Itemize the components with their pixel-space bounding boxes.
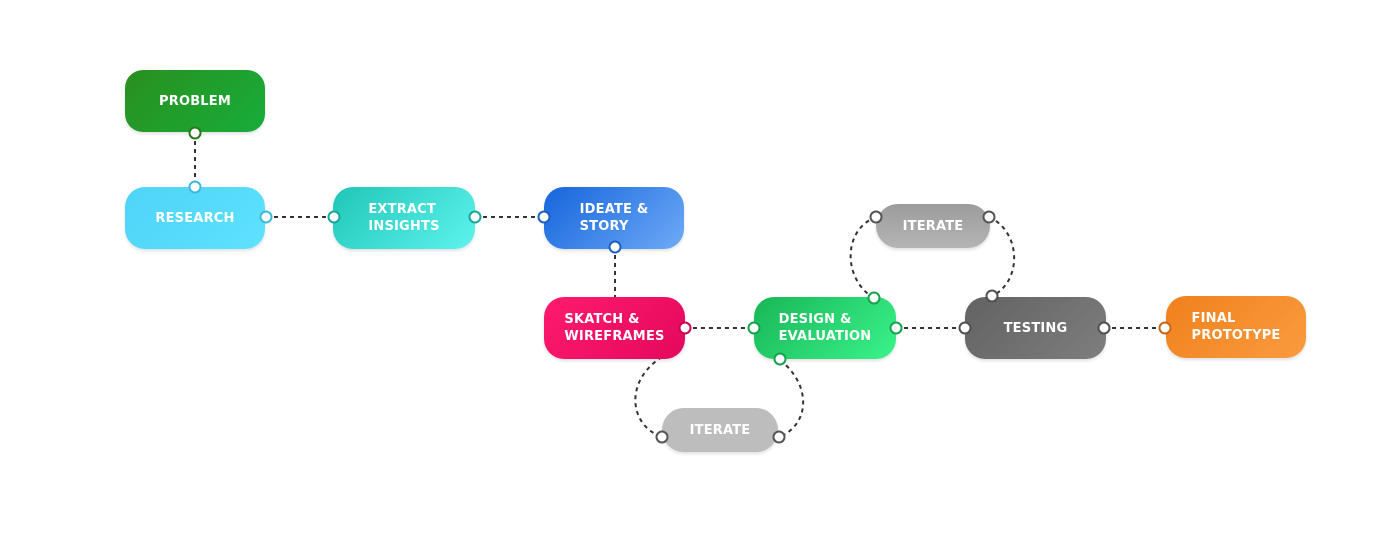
port-dot <box>1158 321 1172 335</box>
node-testing-label: TESTING <box>1003 320 1068 336</box>
node-ideate-story: IDEATE & STORY <box>544 187 684 249</box>
node-iterate-top: ITERATE <box>876 204 990 248</box>
port-dot <box>537 210 551 224</box>
node-research-label: RESEARCH <box>155 210 235 226</box>
node-extract-insights: EXTRACT INSIGHTS <box>333 187 475 249</box>
port-dot <box>188 126 202 140</box>
port-dot <box>1097 321 1111 335</box>
node-testing: TESTING <box>965 297 1106 359</box>
port-dot <box>188 180 202 194</box>
node-sketch-wireframes: SKATCH & WIREFRAMES <box>544 297 685 359</box>
node-research: RESEARCH <box>125 187 265 249</box>
connector-loop-top-right <box>988 216 1016 297</box>
connector-loop-bottom-right <box>778 359 805 438</box>
port-dot <box>678 321 692 335</box>
node-problem: PROBLEM <box>125 70 265 132</box>
node-final-prototype: FINAL PROTOTYPE <box>1166 296 1306 358</box>
port-dot <box>889 321 903 335</box>
connector-loop-top-left <box>849 216 877 299</box>
port-dot <box>608 240 622 254</box>
node-design-evaluation: DESIGN & EVALUATION <box>754 297 896 359</box>
node-iterate-bottom: ITERATE <box>662 408 778 452</box>
node-problem-label: PROBLEM <box>159 93 231 109</box>
port-dot <box>985 289 999 303</box>
port-dot <box>867 291 881 305</box>
node-extract-insights-label: EXTRACT INSIGHTS <box>368 202 440 234</box>
port-dot <box>468 210 482 224</box>
node-design-evaluation-label: DESIGN & EVALUATION <box>778 312 872 344</box>
node-iterate-top-label: ITERATE <box>902 218 964 234</box>
port-dot <box>773 352 787 366</box>
node-sketch-wireframes-label: SKATCH & WIREFRAMES <box>564 312 665 344</box>
port-dot <box>958 321 972 335</box>
port-dot <box>259 210 273 224</box>
node-ideate-story-label: IDEATE & STORY <box>579 202 649 234</box>
port-dot <box>869 210 883 224</box>
node-final-prototype-label: FINAL PROTOTYPE <box>1191 311 1281 343</box>
node-iterate-bottom-label: ITERATE <box>689 422 751 438</box>
port-dot <box>982 210 996 224</box>
port-dot <box>655 430 669 444</box>
port-dot <box>327 210 341 224</box>
connector-loop-bottom-left <box>634 356 663 438</box>
port-dot <box>772 430 786 444</box>
port-dot <box>747 321 761 335</box>
